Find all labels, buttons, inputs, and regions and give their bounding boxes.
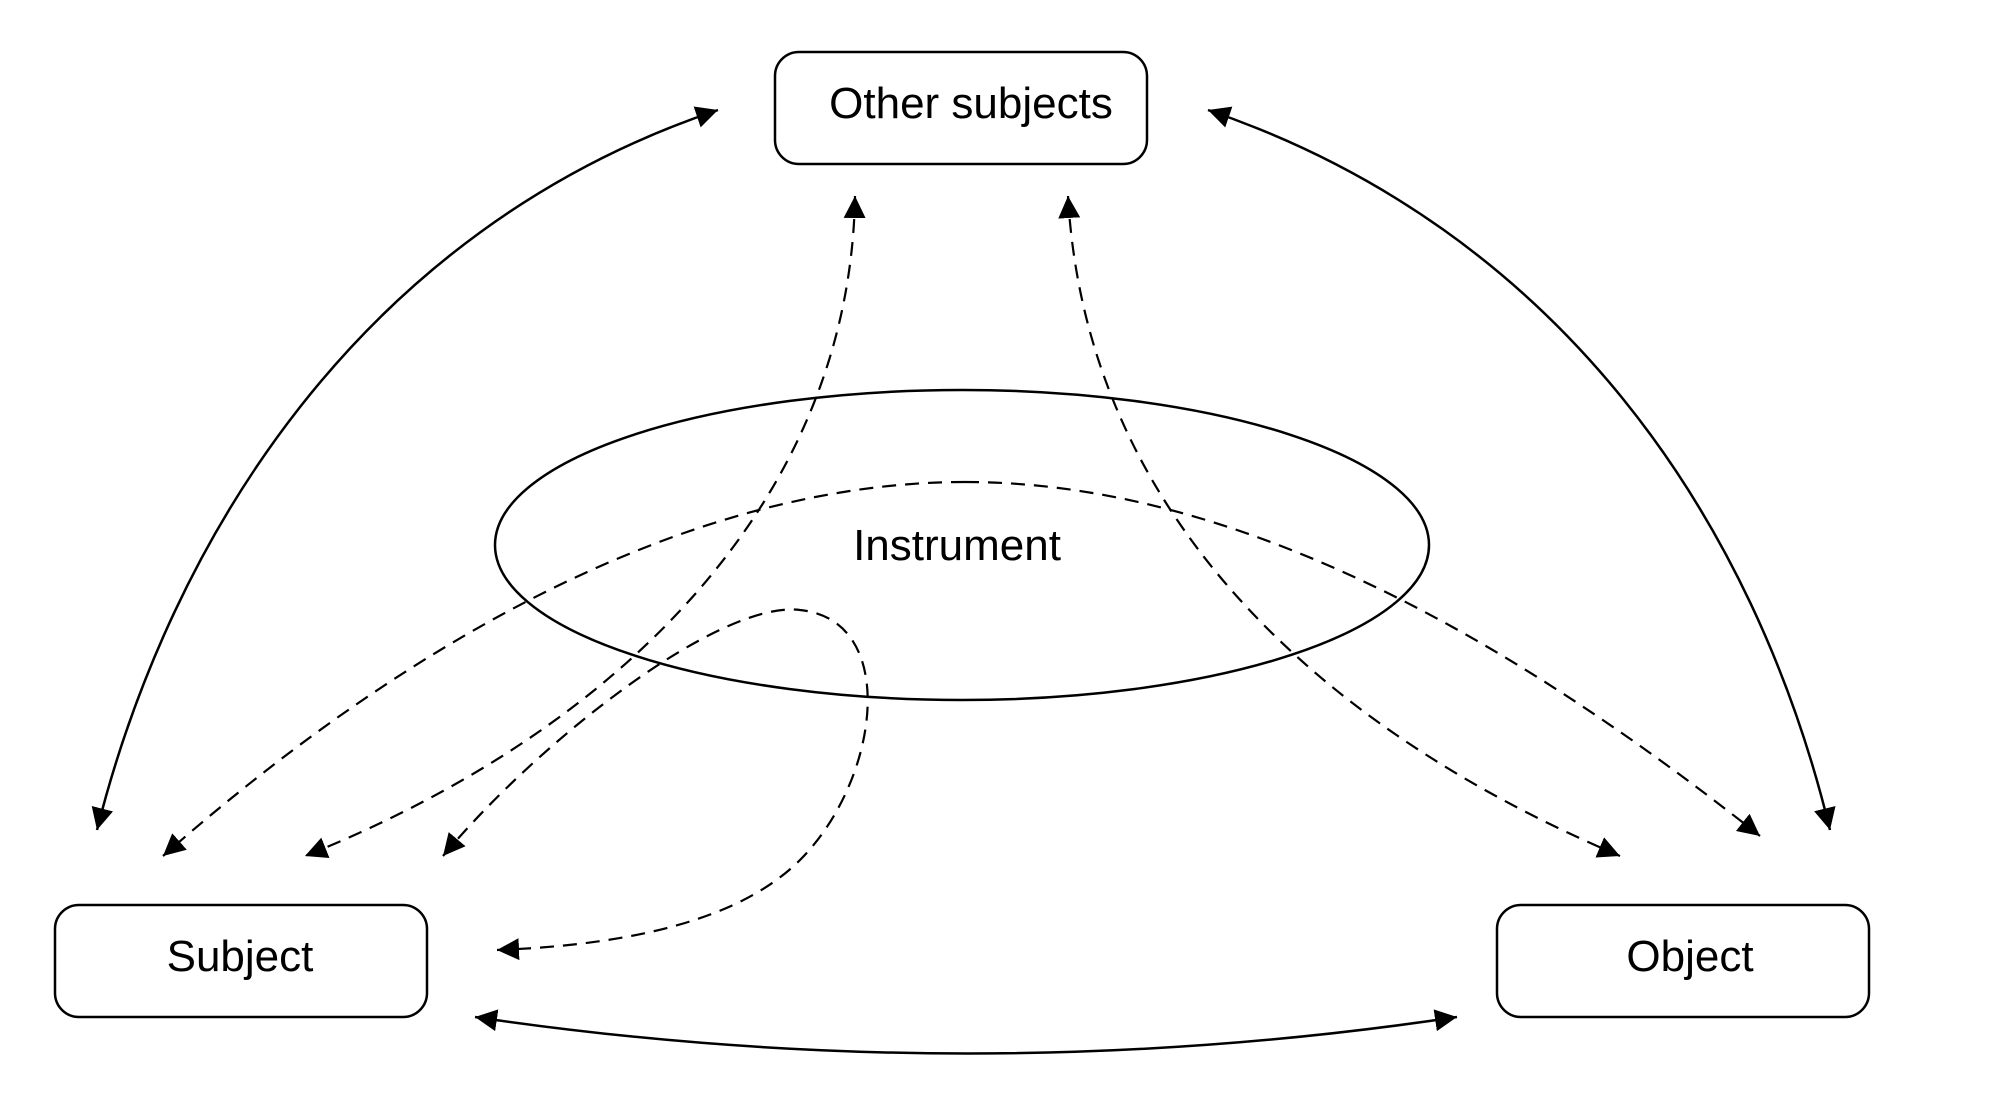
dashed-arrow-instrument-loop-to-subject bbox=[442, 608, 869, 961]
dashed-arrow-instrument-to-object-outer bbox=[964, 480, 1761, 837]
other-subjects-box bbox=[773, 50, 1149, 166]
subject-node: Subject bbox=[53, 903, 429, 1019]
subject-box bbox=[53, 903, 429, 1019]
other-subjects-node: Other subjects bbox=[773, 50, 1149, 166]
object-node: Object bbox=[1495, 903, 1871, 1019]
dashed-arrow-instrument-to-subject-outer bbox=[162, 480, 966, 857]
object-box bbox=[1495, 903, 1871, 1019]
arrow-object-other-subjects bbox=[1207, 106, 1836, 831]
arrow-subject-object bbox=[474, 1009, 1458, 1055]
subject-label: Subject bbox=[167, 932, 314, 981]
arrow-subject-other-subjects bbox=[91, 106, 719, 831]
other-subjects-label: Other subjects bbox=[829, 79, 1113, 128]
instrument-node: Instrument bbox=[493, 388, 1431, 702]
object-label: Object bbox=[1626, 932, 1753, 981]
instrument-label: Instrument bbox=[853, 521, 1061, 570]
dashed-arrow-other-subjects-to-subject bbox=[304, 195, 866, 859]
dashed-arrow-other-subjects-to-object bbox=[1058, 195, 1621, 858]
